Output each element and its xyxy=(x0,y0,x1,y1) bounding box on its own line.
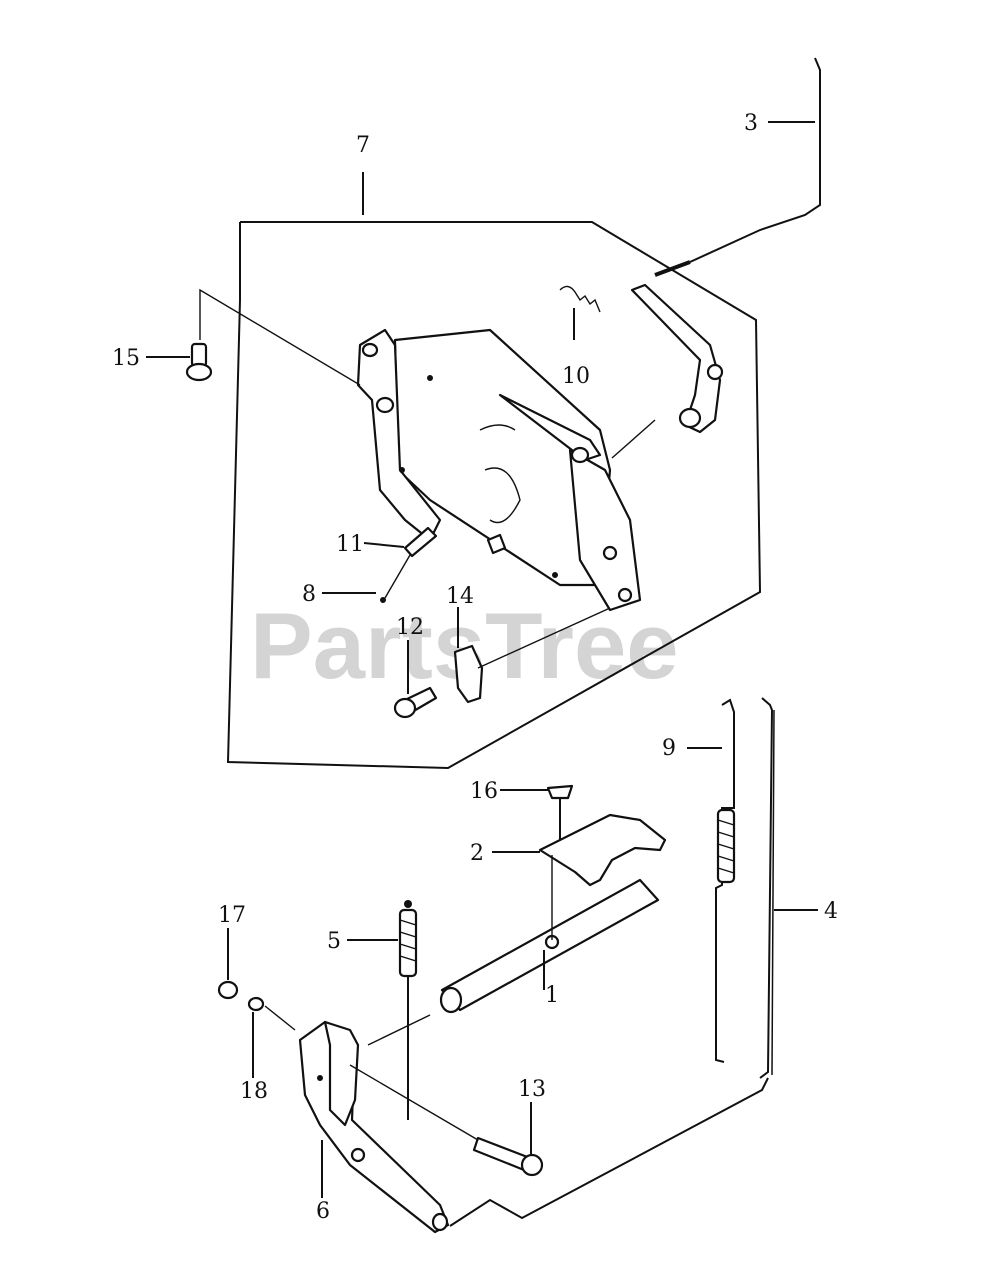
bracket-2 xyxy=(538,813,667,887)
governor-rod-9 xyxy=(715,698,735,1063)
callout-12: 12 xyxy=(396,615,424,640)
callout-4: 4 xyxy=(824,899,838,924)
callout-7: 7 xyxy=(356,133,370,158)
governor-wire-3 xyxy=(689,57,821,263)
callout-18: 18 xyxy=(240,1079,268,1104)
callout-3: 3 xyxy=(744,111,758,136)
spring-11 xyxy=(403,526,438,558)
callout-6: 6 xyxy=(316,1199,330,1224)
wire-3-end xyxy=(654,260,691,277)
callout-10: 10 xyxy=(562,364,590,389)
callout-2: 2 xyxy=(470,841,484,866)
throttle-lever xyxy=(630,283,722,434)
callout-11: 11 xyxy=(336,532,364,557)
callout-16: 16 xyxy=(470,779,498,804)
lever-pivot xyxy=(706,363,724,381)
leader-lines xyxy=(146,121,818,1198)
assembly-7-outline xyxy=(226,221,762,770)
clip-14 xyxy=(453,644,484,704)
screw-13 xyxy=(472,1136,544,1177)
lever-bushing xyxy=(678,407,702,429)
callout-14: 14 xyxy=(446,584,474,609)
screw-8 xyxy=(384,554,411,599)
screw-12 xyxy=(393,686,438,719)
spring-10 xyxy=(559,285,601,313)
lower-assembly-outline xyxy=(449,1077,769,1227)
clip-14-leader xyxy=(477,607,611,669)
plate-lever-leader xyxy=(611,419,656,459)
choke-rod-4 xyxy=(759,697,774,1079)
callout-13: 13 xyxy=(518,1077,546,1102)
spring-5 xyxy=(398,900,418,1120)
shaft-1-leader xyxy=(367,1014,431,1046)
callout-17: 17 xyxy=(218,903,246,928)
control-bracket-plate xyxy=(356,328,642,612)
callout-8: 8 xyxy=(302,582,316,607)
callout-9: 9 xyxy=(662,736,676,761)
screw-15-leader xyxy=(199,288,361,386)
washer-18 xyxy=(247,996,265,1012)
control-lever-6 xyxy=(298,1020,450,1234)
callout-15: 15 xyxy=(112,346,140,371)
callout-5: 5 xyxy=(327,929,341,954)
nut-17 xyxy=(217,980,239,1000)
screw-15 xyxy=(185,342,213,382)
shaft-1 xyxy=(439,878,660,1014)
callout-1: 1 xyxy=(545,983,559,1008)
